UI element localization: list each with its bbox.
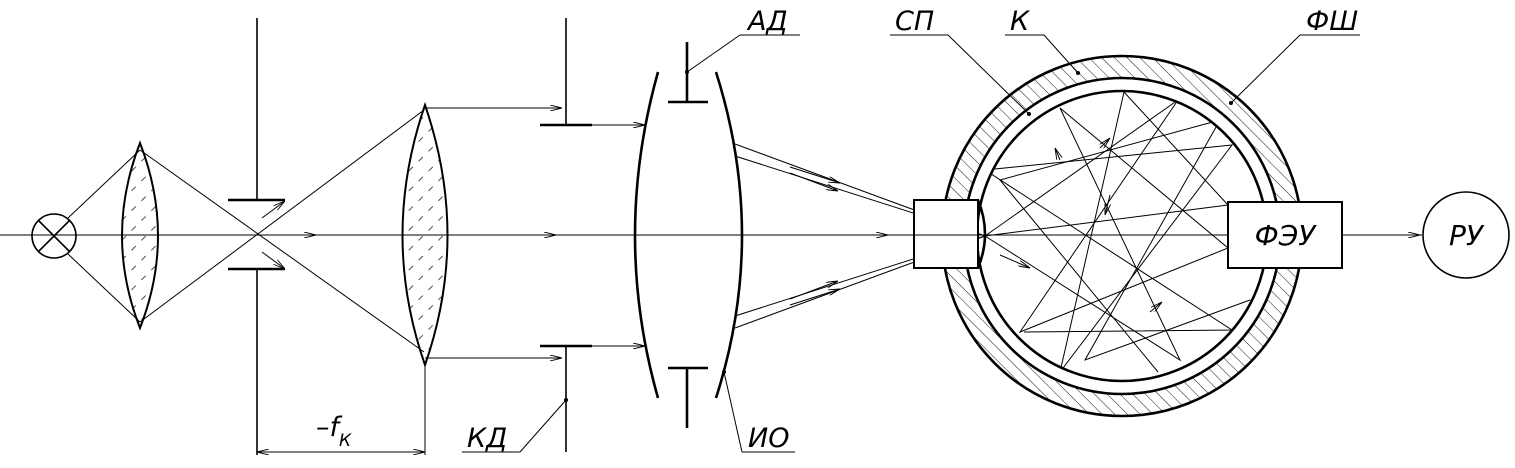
- field-diaphragm: [228, 18, 285, 455]
- label-ad: АД: [746, 6, 788, 37]
- focal-label: –f: [316, 412, 343, 443]
- light-source-icon: [31, 213, 77, 259]
- objective-lens-io: [633, 71, 744, 399]
- label-fsh: ФШ: [1306, 6, 1358, 37]
- collimator-lens: [401, 101, 449, 455]
- kd-diaphragm: [540, 18, 592, 452]
- ru-block: РУ: [1422, 191, 1510, 279]
- focal-dimension: –f К: [257, 412, 425, 452]
- parallel-beam: [425, 108, 645, 358]
- reflection-rays: [983, 92, 1251, 373]
- feu-block: ФЭУ: [1227, 201, 1343, 269]
- feu-label: ФЭУ: [1255, 219, 1318, 252]
- condenser-rays: [67, 109, 425, 353]
- label-sp: СП: [895, 6, 934, 37]
- label-io: ИО: [748, 423, 789, 454]
- label-kd: КД: [467, 423, 507, 454]
- condenser-lens: [121, 140, 159, 331]
- ru-label: РУ: [1449, 219, 1485, 252]
- label-k: К: [1010, 6, 1031, 37]
- leader-lines: [462, 34, 1360, 453]
- entrance-port: [913, 199, 1228, 269]
- focal-subscript: К: [339, 431, 352, 451]
